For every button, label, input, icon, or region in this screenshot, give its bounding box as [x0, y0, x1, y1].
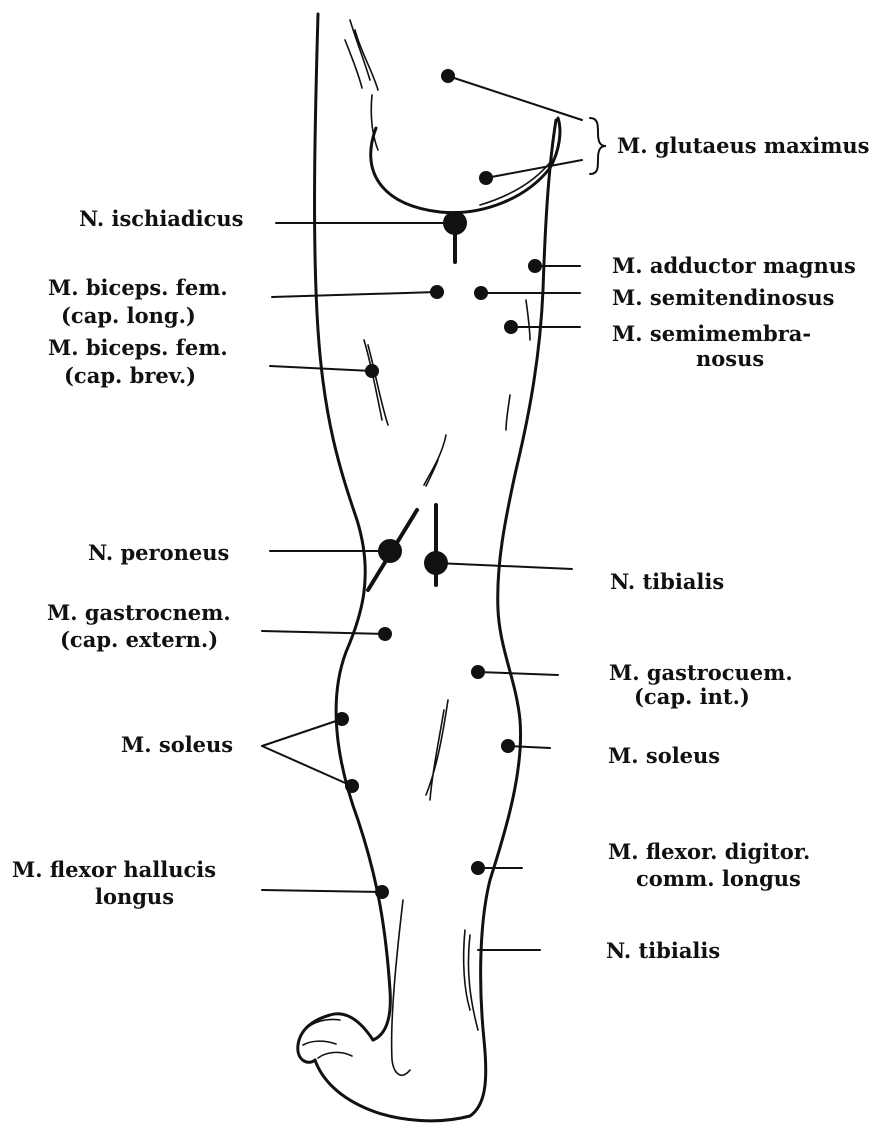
leader-soleus-left-upper — [262, 719, 342, 746]
label-gastrocnem-int-line2: (cap. int.) — [634, 684, 750, 709]
leader-gastrocnem-int — [478, 672, 558, 675]
heel-contour — [315, 1060, 470, 1121]
labels: M. glutaeus maximus N. ischiadicus M. ad… — [12, 133, 870, 963]
point-semitendinosus — [474, 286, 488, 300]
point-flexor-digitor — [471, 861, 485, 875]
leader-biceps-long — [272, 292, 437, 297]
popliteal-shading — [424, 435, 446, 486]
leg-medial-contour — [470, 120, 556, 1116]
toe-lines — [303, 1019, 352, 1058]
calf-shading — [426, 700, 448, 800]
gluteal-shading — [345, 20, 378, 150]
thigh-shading — [364, 340, 388, 425]
point-glutaeus-lower — [479, 171, 493, 185]
label-semimembranosus-line2: nosus — [696, 346, 764, 371]
label-flexor-hallucis-line1: M. flexor hallucis — [12, 857, 216, 882]
label-semitendinosus: M. semitendinosus — [612, 285, 834, 310]
ankle-line — [468, 935, 478, 1030]
point-gastrocnem-int — [471, 665, 485, 679]
point-ischiadicus — [443, 211, 467, 235]
point-glutaeus-upper — [441, 69, 455, 83]
leader-gastrocnem-ext — [262, 631, 385, 634]
label-adductor-magnus: M. adductor magnus — [612, 253, 856, 278]
label-peroneus: N. peroneus — [88, 540, 229, 565]
point-soleus-left-lower — [345, 779, 359, 793]
point-peroneus — [378, 539, 402, 563]
label-gastrocnem-int-line1: M. gastrocuem. — [609, 660, 793, 685]
calf-shading-medial — [506, 300, 530, 430]
point-biceps-long — [430, 285, 444, 299]
label-flexor-hallucis-line2: longus — [95, 884, 174, 909]
leader-flexor-hallucis — [262, 890, 382, 892]
point-soleus-left-upper — [335, 712, 349, 726]
label-flexor-digitor-line2: comm. longus — [636, 866, 801, 891]
point-adductor-magnus — [528, 259, 542, 273]
label-biceps-long-line1: M. biceps. fem. — [48, 275, 228, 300]
point-biceps-brev — [365, 364, 379, 378]
foot-contour — [298, 1014, 373, 1063]
achilles-line — [392, 900, 410, 1075]
point-flexor-hallucis — [375, 885, 389, 899]
label-soleus-right: M. soleus — [608, 743, 720, 768]
label-biceps-brev-line1: M. biceps. fem. — [48, 335, 228, 360]
label-biceps-long-line2: (cap. long.) — [61, 303, 196, 328]
label-biceps-brev-line2: (cap. brev.) — [64, 363, 196, 388]
gluteal-region — [345, 20, 560, 213]
label-gastrocnem-ext-line2: (cap. extern.) — [60, 627, 218, 652]
point-semimembranosus — [504, 320, 518, 334]
glutaeus-brace — [590, 118, 606, 174]
label-soleus-left: M. soleus — [121, 732, 233, 757]
leader-glutaeus-upper — [448, 76, 582, 120]
point-tibialis-upper — [424, 551, 448, 575]
label-ischiadicus: N. ischiadicus — [79, 206, 243, 231]
label-tibialis-lower: N. tibialis — [606, 938, 720, 963]
label-glutaeus-maximus: M. glutaeus maximus — [617, 133, 870, 158]
leader-tibialis-upper — [436, 563, 572, 569]
point-gastrocnem-ext — [378, 627, 392, 641]
point-soleus-right — [501, 739, 515, 753]
leader-glutaeus-lower — [486, 160, 582, 178]
gluteal-fold — [371, 118, 560, 213]
label-flexor-digitor-line1: M. flexor. digitor. — [608, 839, 810, 864]
label-gastrocnem-ext-line1: M. gastrocnem. — [47, 600, 231, 625]
label-semimembranosus-line1: M. semimembra- — [612, 321, 811, 346]
label-tibialis-upper: N. tibialis — [610, 569, 724, 594]
